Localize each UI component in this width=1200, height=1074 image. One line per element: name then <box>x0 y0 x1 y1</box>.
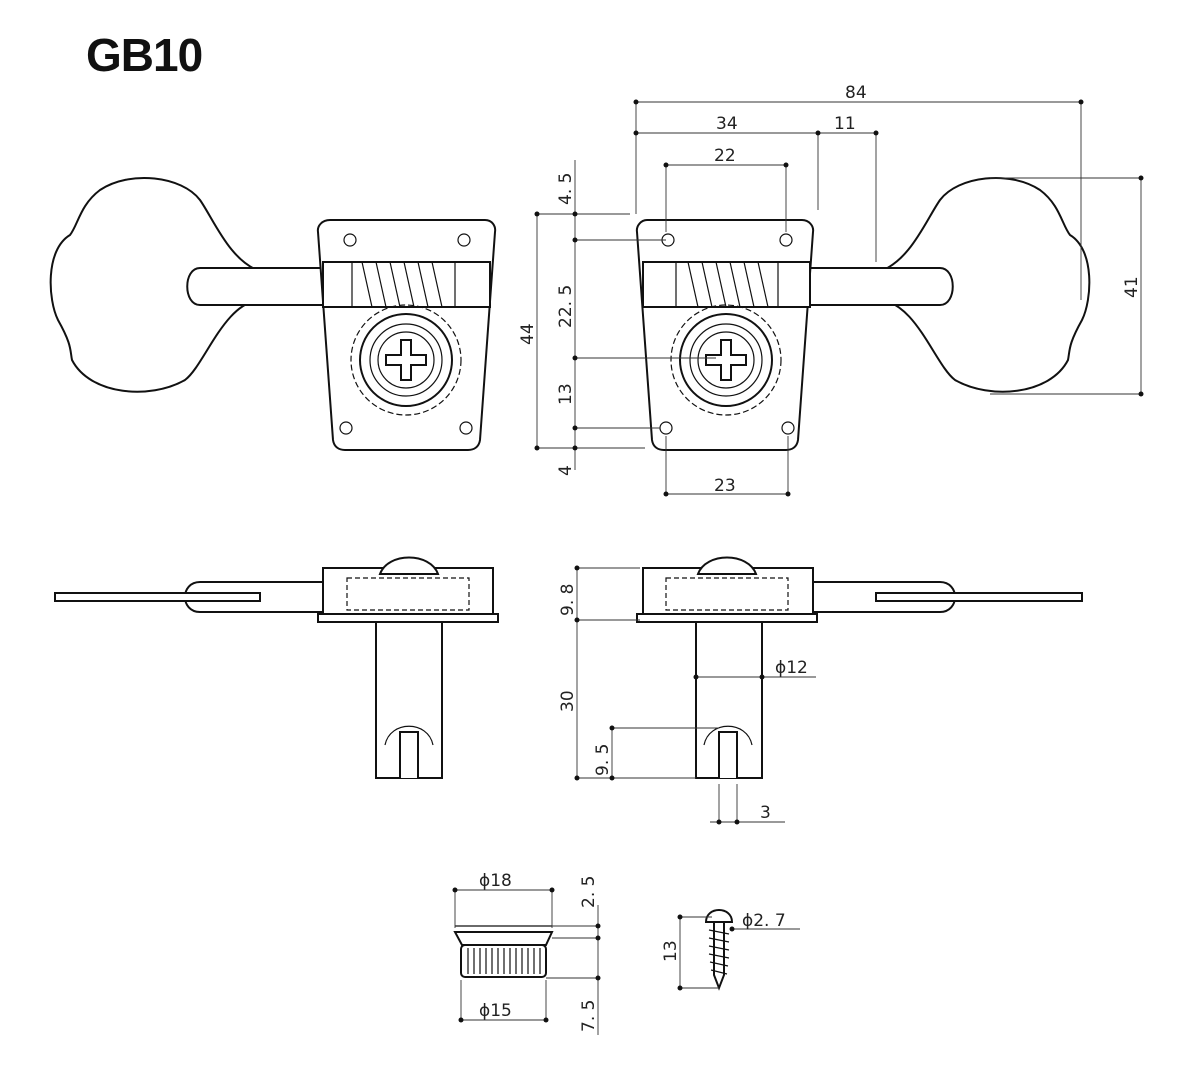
screw <box>677 909 800 991</box>
dim-post-length: 30 <box>558 690 578 712</box>
dim-hole-spacing-top: 22 <box>714 146 736 166</box>
dim-slot-depth: 9. 5 <box>593 744 613 776</box>
right-tuner-front <box>635 177 1091 451</box>
dim-hole-to-gear: 22. 5 <box>556 285 576 328</box>
dim-screw-diameter: ϕ2. 7 <box>742 911 786 931</box>
dim-hole-spacing-bottom: 23 <box>714 476 736 496</box>
bushing <box>452 887 601 1035</box>
dim-slot-width: 3 <box>760 803 771 823</box>
dim-key-height: 41 <box>1122 276 1142 298</box>
dim-screw-length: 13 <box>661 940 681 962</box>
dim-bushing-flange: 2. 5 <box>579 876 599 908</box>
model-title: GB10 <box>86 29 203 81</box>
dim-bottom-offset: 4 <box>556 465 576 476</box>
dim-housing-height: 9. 8 <box>558 584 578 616</box>
dim-post-to-key: 11 <box>834 114 856 134</box>
left-tuner-front <box>49 177 497 451</box>
front-dimensions <box>534 99 1144 497</box>
dim-total-length: 84 <box>845 83 867 103</box>
dim-plate-height: 44 <box>518 323 538 345</box>
dim-bushing-inner: ϕ15 <box>479 1001 512 1021</box>
dim-post-diameter: ϕ12 <box>775 658 808 678</box>
dim-bushing-height: 7. 5 <box>579 1000 599 1032</box>
dim-gear-to-hole: 13 <box>556 383 576 405</box>
dim-bushing-outer: ϕ18 <box>479 871 512 891</box>
dim-plate-to-post: 34 <box>716 114 738 134</box>
dim-top-offset: 4. 5 <box>556 173 576 205</box>
right-tuner-side <box>636 556 1083 779</box>
side-dimensions <box>574 565 816 825</box>
left-tuner-side <box>54 556 499 779</box>
